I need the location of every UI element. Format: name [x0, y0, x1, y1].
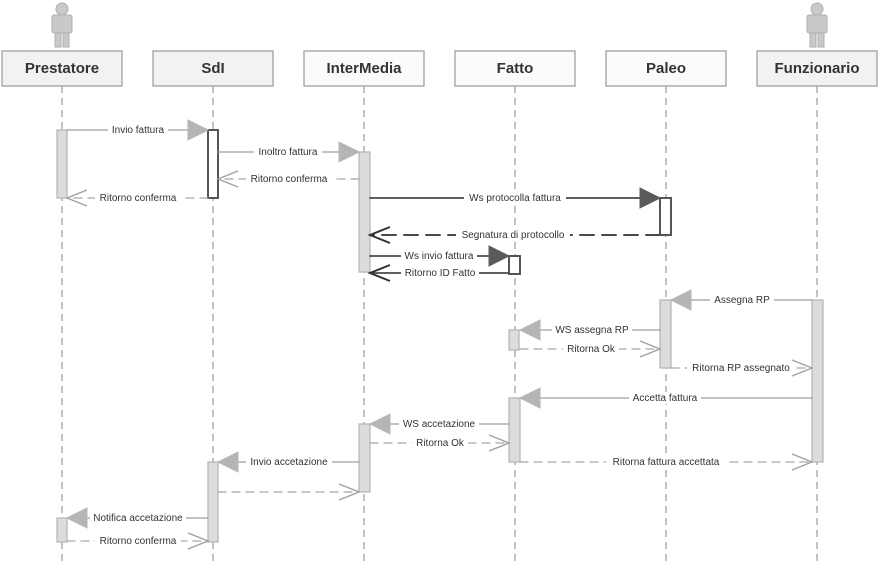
- participant-prestatore: Prestatore: [1, 50, 123, 87]
- message-ritorna-fattura-accettata: Ritorna fattura accettata: [519, 453, 814, 471]
- message-ws-invio-fattura: Ws invio fattura: [369, 245, 511, 267]
- participant-label: SdI: [201, 60, 224, 77]
- message-label: Invio accetazione: [250, 457, 328, 468]
- message-label: WS accetazione: [403, 419, 476, 430]
- message-ws-assegna-rp: WS assegna RP: [518, 319, 661, 341]
- message-label: Assegna RP: [714, 295, 770, 306]
- participant-label: Funzionario: [775, 60, 860, 77]
- message-inoltro-fattura: Inoltro fattura: [217, 141, 361, 163]
- message-ritorna-ok-1: Ritorna Ok: [519, 340, 662, 358]
- activation-intermedia-1: [358, 151, 371, 273]
- message-label: Ritorna Ok: [567, 344, 616, 355]
- participant-label: Paleo: [646, 60, 686, 77]
- message-ritorna-ok-2: Ritorna Ok: [369, 434, 511, 452]
- activation-paleo-1: [659, 197, 672, 236]
- message-notifica-accetazione: Notifica accetazione: [65, 507, 209, 529]
- activation-funzionario-1: [811, 299, 824, 463]
- message-label: Ritorna fattura accettata: [613, 457, 720, 468]
- activation-intermedia-2: [358, 423, 371, 493]
- activation-fatto-2: [508, 329, 520, 351]
- message-label: Segnatura di protocollo: [462, 230, 565, 241]
- participant-fatto: Fatto: [454, 50, 576, 87]
- message-label: Invio fattura: [112, 125, 165, 136]
- message-label: Notifica accetazione: [93, 513, 183, 524]
- prestatore-person-icon: [51, 2, 73, 48]
- message-label: Ritorna RP assegnato: [692, 363, 790, 374]
- activation-fatto-1: [508, 255, 521, 275]
- participant-paleo: Paleo: [605, 50, 727, 87]
- message-label: Ritorno ID Fatto: [405, 268, 476, 279]
- message-ritorna-rp-assegnato: Ritorna RP assegnato: [670, 359, 814, 377]
- message-label: Inoltro fattura: [259, 147, 318, 158]
- activation-paleo-2: [659, 299, 672, 369]
- message-invio-accetazione: Invio accetazione: [216, 451, 360, 473]
- message-ritorno-conferma-2: Ritorno conferma: [65, 189, 209, 207]
- participant-intermedia: InterMedia: [303, 50, 425, 87]
- activation-fatto-3: [508, 397, 521, 463]
- activation-sdi-1: [207, 129, 219, 199]
- activation-sdi-2: [207, 461, 219, 543]
- participant-label: Prestatore: [25, 60, 99, 77]
- message-label: Ritorno conferma: [100, 536, 177, 547]
- message-accetta-fattura: Accetta fattura: [518, 387, 813, 409]
- message-label: Accetta fattura: [633, 393, 698, 404]
- message-label: Ritorno conferma: [251, 174, 328, 185]
- message-ws-accetazione: WS accetazione: [368, 413, 510, 435]
- message-label: Ritorna Ok: [416, 438, 465, 449]
- activation-prestatore-1: [56, 129, 68, 199]
- funzionario-person-icon: [806, 2, 828, 48]
- participant-funzionario: Funzionario: [756, 50, 878, 87]
- activation-prestatore-2: [56, 517, 68, 543]
- participant-label: InterMedia: [326, 60, 402, 77]
- message-label: Ritorno conferma: [100, 193, 177, 204]
- message-segnatura-di-protocollo: Segnatura di protocollo: [367, 226, 661, 244]
- message-ritorno-conferma-1: Ritorno conferma: [216, 170, 360, 188]
- participant-sdi: SdI: [152, 50, 274, 87]
- participant-label: Fatto: [497, 60, 534, 77]
- message-assegna-rp: Assegna RP: [669, 289, 813, 311]
- message-ws-protocolla-fattura: Ws protocolla fattura: [369, 187, 662, 209]
- message-return-unlabeled: [217, 483, 361, 501]
- message-label: Ws invio fattura: [405, 251, 474, 262]
- message-label: Ws protocolla fattura: [469, 193, 561, 204]
- message-invio-fattura: Invio fattura: [66, 119, 210, 141]
- message-label: WS assegna RP: [555, 325, 629, 336]
- message-ritorno-id-fatto: Ritorno ID Fatto: [367, 264, 510, 282]
- message-ritorno-conferma-3: Ritorno conferma: [66, 532, 210, 550]
